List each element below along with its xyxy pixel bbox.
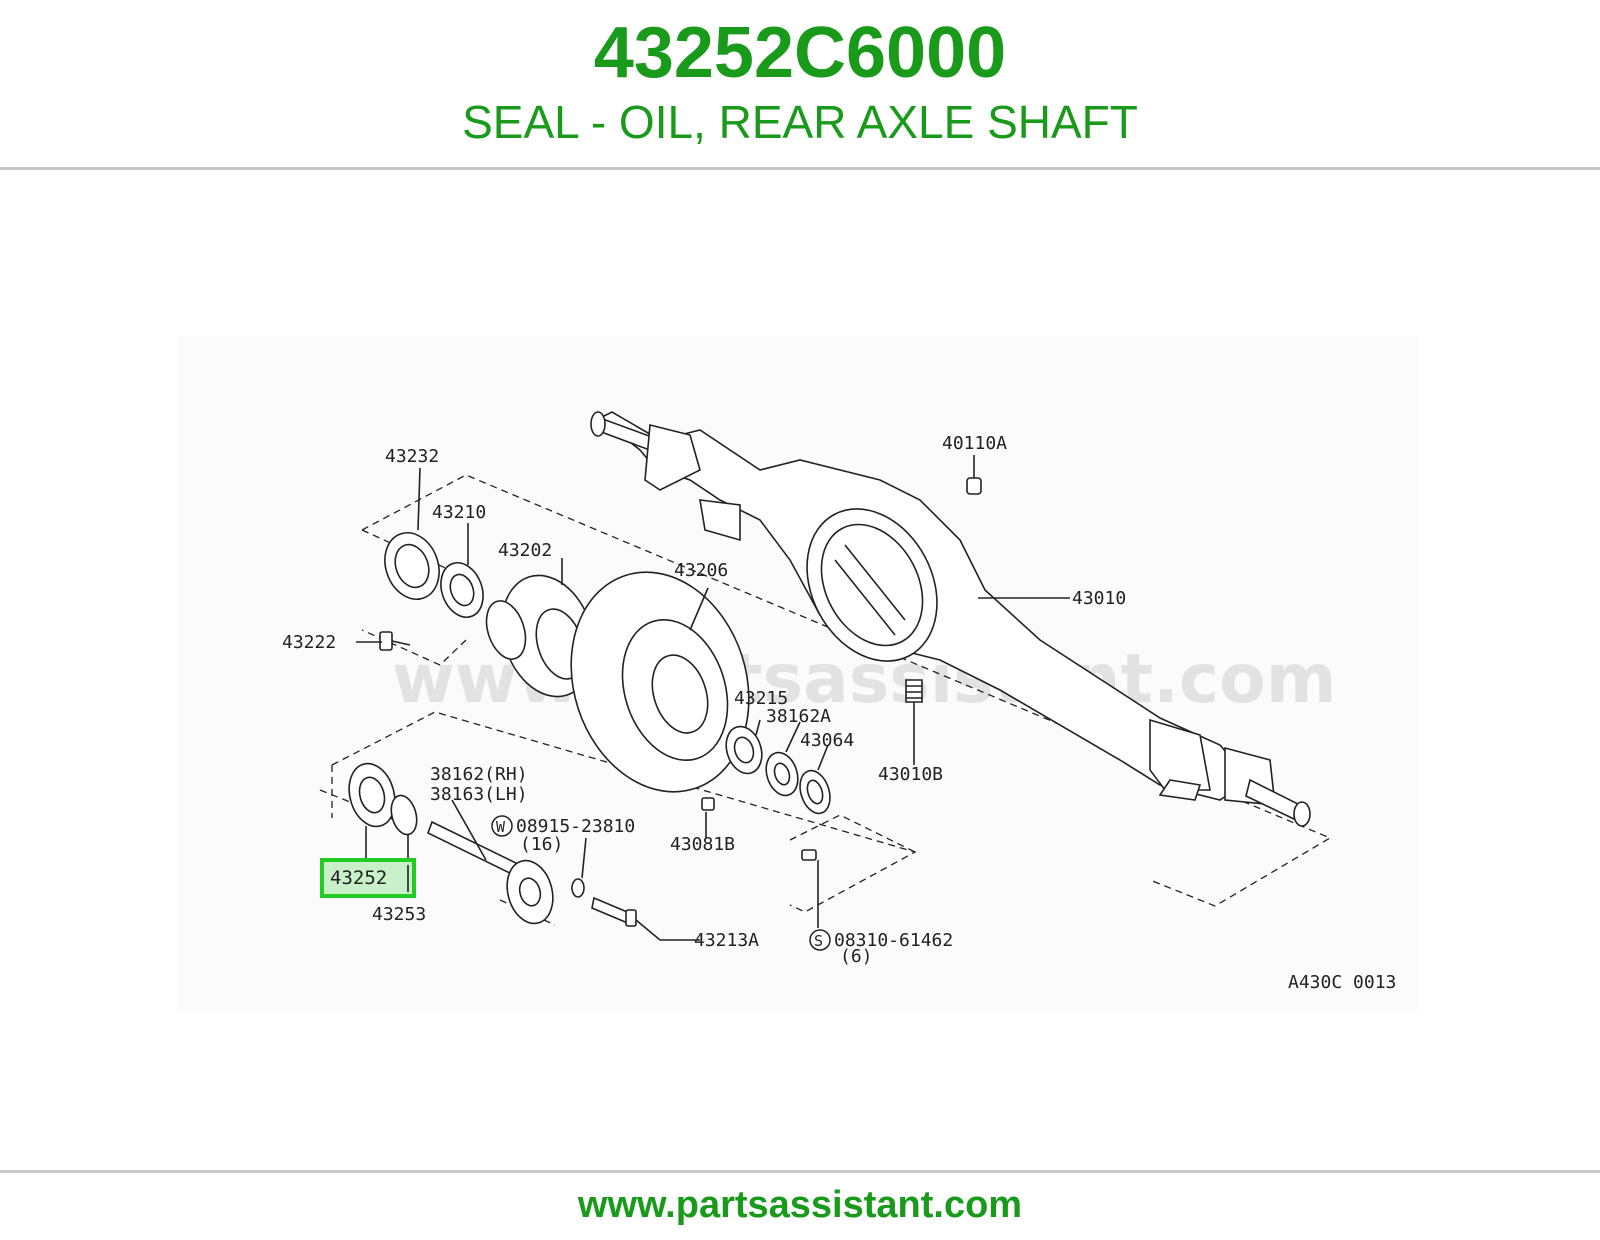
header-divider — [0, 167, 1600, 170]
label-40110A: 40110A — [942, 433, 1007, 454]
figure-code: A430C 0013 — [1288, 972, 1396, 993]
label-38162-rh: 38162(RH) — [430, 764, 528, 785]
label-43010B: 43010B — [878, 764, 943, 785]
label-08915-qty: (16) — [520, 834, 563, 855]
oil-seal-43252 — [348, 762, 396, 828]
label-43081B: 43081B — [670, 834, 735, 855]
drain-plug-43010B — [905, 679, 923, 765]
header: 43252C6000 SEAL - OIL, REAR AXLE SHAFT — [0, 0, 1600, 168]
w-code-letter: W — [496, 818, 506, 836]
baffle-43064 — [799, 769, 831, 815]
diagram-panel — [178, 336, 1418, 1012]
bolt-08310 — [801, 849, 819, 928]
bolt-43213A — [591, 896, 637, 927]
breather-plug-40110A — [966, 455, 982, 495]
s-code-letter: S — [814, 932, 823, 950]
label-43215: 43215 — [734, 688, 788, 709]
label-43202: 43202 — [498, 540, 552, 561]
oil-seal-43232 — [384, 532, 440, 600]
label-08310-61462: 08310-61462 — [834, 930, 953, 951]
part-number-title: 43252C6000 — [593, 13, 1007, 93]
label-43252: 43252 — [330, 867, 387, 889]
washer-08915 — [571, 878, 585, 898]
bearing-43210 — [440, 562, 484, 618]
label-43064: 43064 — [800, 730, 854, 751]
s-code-badge: S — [809, 929, 831, 951]
label-38162A: 38162A — [766, 706, 831, 727]
bearing-43215 — [725, 725, 763, 775]
label-43253: 43253 — [372, 904, 426, 925]
footer-divider — [0, 1170, 1600, 1173]
dashed-frame-lower — [319, 711, 917, 926]
part-description: SEAL - OIL, REAR AXLE SHAFT — [462, 96, 1138, 148]
axle-shaft-38162 — [427, 820, 554, 925]
nut-43081B — [701, 797, 715, 811]
label-43232: 43232 — [385, 446, 439, 467]
label-43210: 43210 — [432, 502, 486, 523]
brake-drum-43206 — [570, 571, 750, 793]
o-ring-43253 — [390, 794, 418, 836]
w-code-badge: W — [491, 815, 513, 837]
collar-38162A — [765, 751, 799, 797]
label-08915-23810: 08915-23810 — [516, 816, 635, 837]
label-43010: 43010 — [1072, 588, 1126, 609]
axle-housing — [590, 411, 1311, 827]
label-08310-qty: (6) — [840, 946, 873, 967]
label-38163-lh: 38163(LH) — [430, 784, 528, 805]
footer-website-link[interactable]: www.partsassistant.com — [577, 1184, 1023, 1226]
label-43222: 43222 — [282, 632, 336, 653]
label-43206: 43206 — [674, 560, 728, 581]
highlight-43252[interactable]: 43252 — [320, 858, 416, 898]
hub-bolt-43222 — [379, 631, 411, 651]
label-43213A: 43213A — [694, 930, 759, 951]
dashed-frame-bolt — [789, 814, 916, 853]
